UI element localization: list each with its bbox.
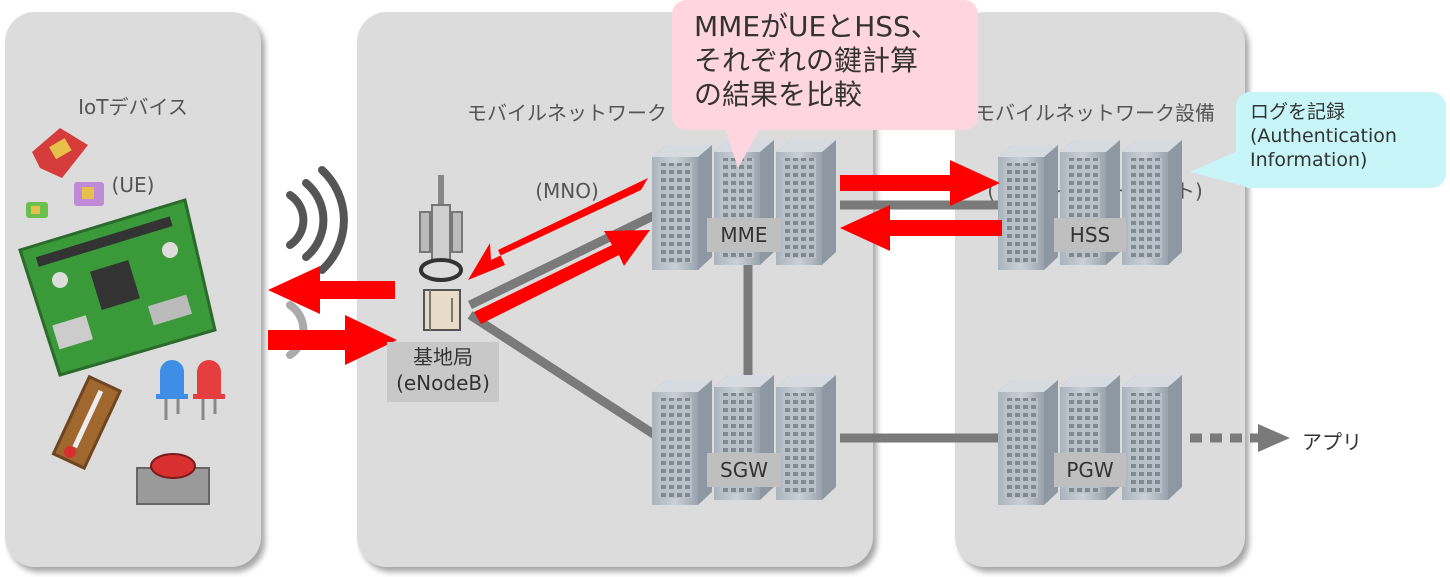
on-button-icon [136,453,210,505]
mno-panel-title: モバイルネットワーク (MNO) [417,48,717,256]
hss-callout-tail [1190,150,1240,185]
arrow-mme-to-enodeb [468,178,648,280]
link-enodeb-sgw [467,311,658,439]
sim-card-icon [26,128,104,218]
arrow-hss-to-mme [840,205,1002,251]
radio-wave-icon [286,166,348,359]
arrow-enodeb-to-mme [474,230,650,324]
base-station-icon [419,175,463,331]
arrow-mme-to-hss [840,160,1000,206]
iot-device-illustrations [18,128,225,505]
enodeb-label-line2: (eNodeB) [396,371,490,395]
mme-callout-line1: MMEがUEとHSS、 [694,10,939,43]
hss-callout-line2: (Authentication [1250,125,1397,147]
enodeb-label-line1: 基地局 [413,345,473,369]
link-enodeb-mme [468,210,657,310]
circuit-board-icon [18,198,217,377]
mme-callout-line3: の結果を比較 [694,78,863,111]
led-icon [156,360,225,420]
hss-label: HSS [1054,218,1126,252]
hss-callout-line1: ログを記録 [1250,101,1346,123]
network-links [467,200,1005,443]
mme-callout-line2: それぞれの鍵計算 [694,44,919,77]
mno-title-line2: (MNO) [535,179,599,203]
device-panel-title: IoTデバイス (UE) [5,42,261,250]
app-arrow [1190,424,1290,452]
pgw-label: PGW [1054,453,1126,487]
hss-log-callout: ログを記録 (Authentication Information) [1236,92,1446,188]
arrow-ue-to-enodeb [268,315,397,365]
sakura-title-line1: モバイルネットワーク設備 [975,101,1215,125]
device-title-line2: (UE) [111,173,155,197]
device-title-line1: IoTデバイス [78,95,188,119]
enodeb-label: 基地局 (eNodeB) [387,342,499,402]
auth-arrows [268,160,1002,365]
thermometer-icon [51,374,123,471]
app-label: アプリ [1302,430,1362,454]
mno-title-line1: モバイルネットワーク [467,101,667,125]
arrow-enodeb-to-ue [268,266,395,314]
mme-callout-tail [725,128,760,168]
hss-callout-line3: Information) [1250,149,1368,171]
mme-compare-callout: MMEがUEとHSS、 それぞれの鍵計算 の結果を比較 [672,0,978,130]
sgw-label: SGW [707,453,781,487]
mme-label: MME [707,218,781,252]
